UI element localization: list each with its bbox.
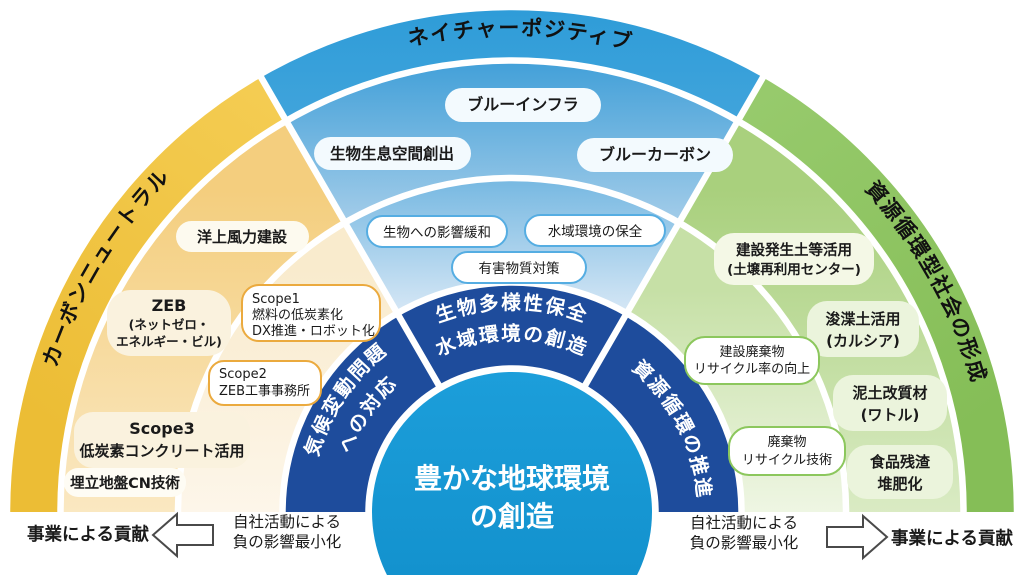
scope2-line1: Scope2 <box>219 367 267 382</box>
pill-recycle-rate: 建設廃棄物 リサイクル率の向上 <box>684 336 820 385</box>
mud-improver-line2: (ワトル) <box>861 406 920 424</box>
water-conservation-label: 水域環境の保全 <box>548 223 643 240</box>
left-business-contribution-label: 事業による貢献 <box>27 524 149 545</box>
scope1-line3: DX推進・ロボット化 <box>252 324 375 339</box>
zeb-line2: (ネットゼロ・ <box>129 317 210 332</box>
pill-habitat-creation: 生物生息空間創出 <box>314 137 471 170</box>
nature-items: ブルーインフラ 生物生息空間創出 ブルーカーボン 生物への影響緩和 水域環境の保… <box>314 88 733 284</box>
left-minimize-line2: 負の影響最小化 <box>233 533 342 551</box>
left-arrow-icon <box>151 511 214 559</box>
resource-outer-ring <box>737 76 1015 513</box>
carbon-outer-ring <box>9 76 287 513</box>
pill-dredged-soil: 浚渫土活用 (カルシア) <box>807 301 919 357</box>
blue-infra-label: ブルーインフラ <box>467 95 579 114</box>
hazardous-measures-label: 有害物質対策 <box>479 260 560 277</box>
theme-segment-circulation <box>583 313 742 512</box>
zeb-line1: ZEB <box>152 296 187 315</box>
recycle-tech-line2: リサイクル技術 <box>742 453 832 468</box>
impact-mitigation-label: 生物への影響緩和 <box>383 224 491 241</box>
pill-zeb: ZEB (ネットゼロ・ エネルギー・ビル) <box>107 290 231 356</box>
pill-hazardous-measures: 有害物質対策 <box>451 251 587 284</box>
scope3-line2: 低炭素コンクリート活用 <box>78 442 244 460</box>
habitat-creation-label: 生物生息空間創出 <box>330 144 454 163</box>
pill-landfill-cn: 埋立地盤CN技術 <box>64 468 186 497</box>
right-arrow-icon <box>826 513 889 561</box>
pill-impact-mitigation: 生物への影響緩和 <box>366 215 508 248</box>
pill-recycle-tech: 廃棄物 リサイクル技術 <box>728 426 846 476</box>
pill-blue-infra: ブルーインフラ <box>445 88 601 122</box>
dredged-soil-line2: (カルシア) <box>826 332 900 350</box>
nature-middle-ring <box>286 60 738 223</box>
pill-blue-carbon: ブルーカーボン <box>577 138 733 172</box>
pill-offshore-wind: 洋上風力建設 <box>176 221 309 252</box>
offshore-wind-label: 洋上風力建設 <box>197 228 288 246</box>
mud-improver-line1: 泥土改質材 <box>852 384 927 402</box>
center-circle <box>372 372 652 575</box>
pill-food-compost: 食品残渣 堆肥化 <box>847 445 953 499</box>
right-minimize-line1: 自社活動による <box>690 514 798 532</box>
right-minimize-line2: 負の影響最小化 <box>690 534 799 552</box>
soil-reuse-line1: 建設発生土等活用 <box>736 241 852 259</box>
food-compost-line2: 堆肥化 <box>877 475 922 493</box>
scope3-line1: Scope3 <box>129 419 194 438</box>
nature-outer-ring <box>260 9 764 121</box>
blue-carbon-label: ブルーカーボン <box>599 145 711 164</box>
landfill-cn-label: 埋立地盤CN技術 <box>70 474 180 492</box>
scope1-line2: 燃料の低炭素化 <box>252 307 343 323</box>
footer: 事業による貢献 自社活動による 負の影響最小化 自社活動による 負の影響最小化 … <box>27 511 1013 561</box>
nature-inner-ring <box>345 177 679 314</box>
carbon-items: 洋上風力建設 ZEB (ネットゼロ・ エネルギー・ビル) Scope1 燃料の低… <box>64 221 381 497</box>
pill-water-conservation: 水域環境の保全 <box>524 214 666 247</box>
pill-scope3: Scope3 低炭素コンクリート活用 <box>74 412 250 468</box>
theme-segment-biodiversity <box>397 282 627 388</box>
dredged-soil-line1: 浚渫土活用 <box>825 310 900 328</box>
recycle-rate-line1: 建設廃棄物 <box>719 344 784 360</box>
food-compost-line1: 食品残渣 <box>870 453 931 471</box>
pill-scope1: Scope1 燃料の低炭素化 DX推進・ロボット化 <box>241 284 381 342</box>
recycle-tech-line1: 廃棄物 <box>767 434 806 450</box>
center-goal-line2: の創造 <box>470 500 554 533</box>
zeb-line3: エネルギー・ビル) <box>116 334 222 349</box>
pill-scope2: Scope2 ZEB工事事務所 <box>208 360 322 406</box>
resource-items: 建設発生土等活用 (土壌再利用センター) 浚渫土活用 (カルシア) 泥土改質材 … <box>684 233 953 499</box>
scope2-line2: ZEB工事事務所 <box>219 384 310 399</box>
center-goal-line1: 豊かな地球環境 <box>414 462 610 495</box>
recycle-rate-line2: リサイクル率の向上 <box>694 361 810 377</box>
soil-reuse-line2: (土壌再利用センター) <box>727 261 861 278</box>
scope1-line1: Scope1 <box>252 292 300 307</box>
theme-segment-climate <box>282 313 441 512</box>
pill-mud-improver: 泥土改質材 (ワトル) <box>833 375 947 431</box>
center-goal: 豊かな地球環境 の創造 <box>414 462 610 533</box>
pill-soil-reuse: 建設発生土等活用 (土壌再利用センター) <box>714 233 874 285</box>
left-minimize-line1: 自社活動による <box>233 513 341 531</box>
right-business-contribution-label: 事業による貢献 <box>891 528 1013 549</box>
